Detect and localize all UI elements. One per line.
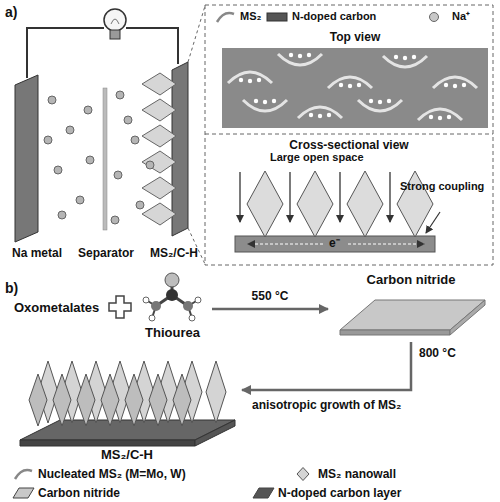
- electrode-label: MS₂/C-H: [150, 246, 198, 260]
- panel-letter: b): [5, 280, 18, 296]
- legend-text: N-doped carbon layer: [278, 486, 401, 500]
- process-label: anisotropic growth of MS₂: [252, 398, 401, 412]
- panel-letter: a): [5, 4, 17, 20]
- electrode-label: Na metal: [12, 246, 62, 260]
- edge-label: 550 °C: [252, 289, 289, 303]
- callout-label: Strong coupling: [400, 180, 484, 193]
- legend-text: Carbon nitride: [38, 486, 120, 500]
- view-title: Top view: [330, 30, 380, 44]
- legend-text: Nucleated MS₂ (M=Mo, W): [38, 467, 186, 481]
- legend-text: MS₂ nanowall: [318, 467, 396, 481]
- legend-text: N-doped carbon: [292, 10, 376, 23]
- electron-label: e⁻: [329, 236, 340, 250]
- stage-label: MS₂/C-H: [101, 447, 153, 462]
- callout-label: Large open space: [270, 151, 364, 164]
- scheme-stage: Thiourea: [135, 272, 210, 342]
- process-arrow: [212, 308, 328, 311]
- legend-sample: [266, 10, 290, 24]
- legend-swatch: [253, 488, 274, 498]
- legend-sample: [252, 486, 276, 500]
- legend-sample: [12, 467, 36, 481]
- scheme-stage: Carbon nitride: [330, 270, 492, 340]
- legend-swatch: [13, 488, 34, 498]
- legend-text: Na⁺: [452, 10, 470, 23]
- legend-sample: [214, 10, 238, 24]
- separator-label: Separator: [78, 246, 134, 260]
- stage-label: Carbon nitride: [367, 272, 456, 287]
- stage-label: Thiourea: [145, 325, 200, 340]
- legend-text: MS₂: [240, 10, 261, 23]
- legend-sample: [292, 467, 316, 481]
- legend-swatch: [267, 13, 287, 21]
- legend-sample: [12, 486, 36, 500]
- view-title: Cross-sectional view: [289, 138, 408, 152]
- scheme-stage: MS₂/C-H: [14, 352, 240, 464]
- edge-label: 800 °C: [419, 346, 456, 360]
- legend-sample: [426, 10, 450, 24]
- reactant-label: Oxometalates: [14, 300, 99, 315]
- process-arrow: [242, 342, 411, 390]
